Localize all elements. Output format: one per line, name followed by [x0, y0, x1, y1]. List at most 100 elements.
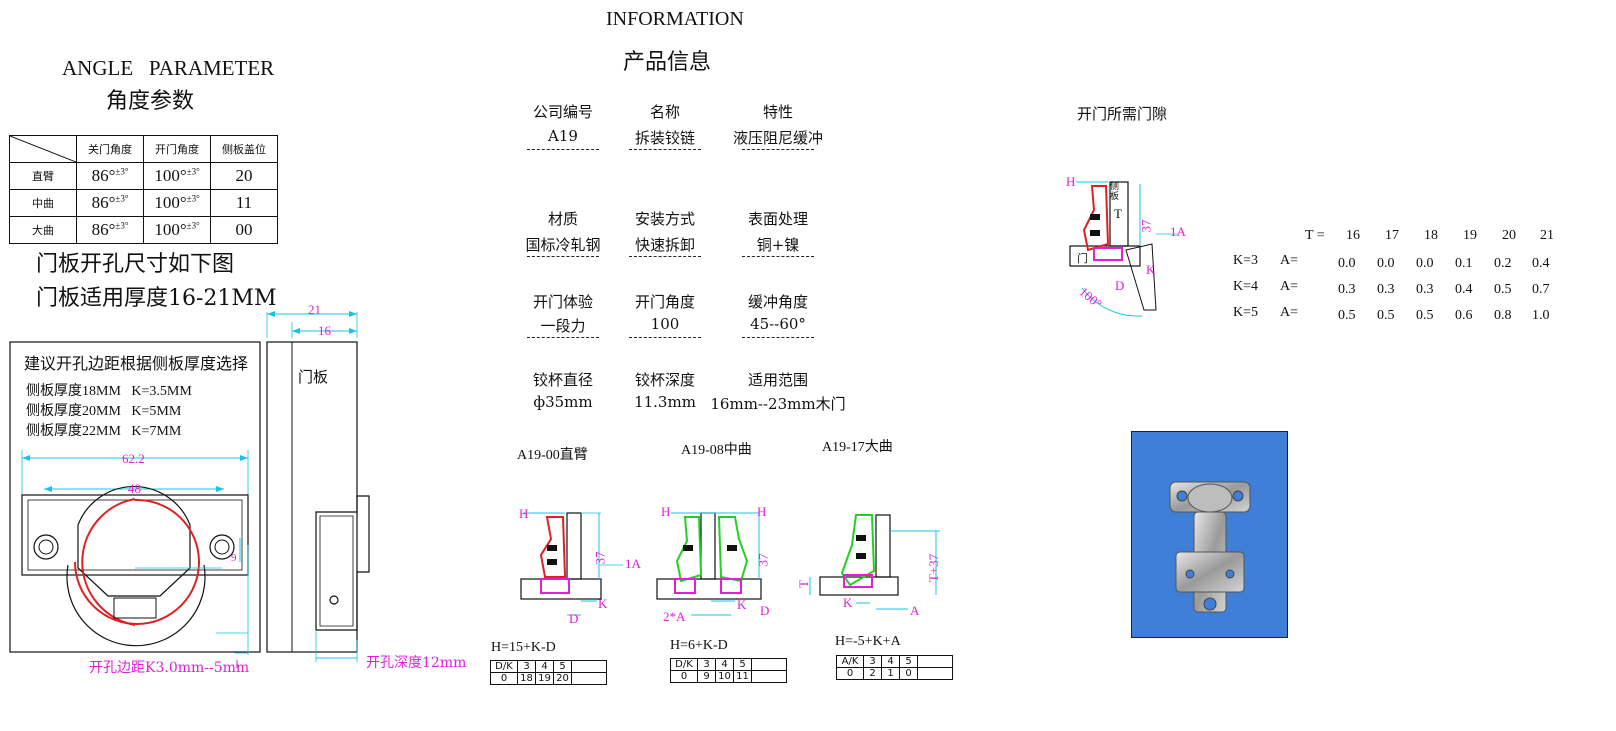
- gap-cell: 0.0: [1377, 256, 1395, 271]
- col-close-angle: 关门角度: [76, 135, 144, 163]
- gap-cell: 0.5: [1338, 308, 1356, 323]
- drill-title: 建议开孔边距根据侧板厚度选择: [24, 354, 249, 373]
- gap-cell: 0.4: [1455, 282, 1473, 297]
- col-cover: 侧板盖位: [210, 135, 278, 163]
- gap-k-label: K=5: [1233, 305, 1259, 320]
- label-t: T: [795, 580, 811, 588]
- info-label: 安装方式: [634, 210, 696, 228]
- info-value: ф35mm: [533, 393, 593, 411]
- label-t37: T+37: [926, 553, 942, 583]
- dim-48: 48: [128, 481, 141, 496]
- info-value: 一段力: [540, 317, 586, 335]
- info-value: 国标冷轧钢: [525, 236, 601, 254]
- label-h-left: H: [661, 504, 671, 519]
- info-label: 开门角度: [634, 293, 696, 311]
- gap-label-d: D: [1115, 278, 1125, 293]
- gap-label-t: T: [1114, 206, 1122, 221]
- gap-cell: 0.0: [1416, 256, 1434, 271]
- gap-cell: 0.3: [1338, 282, 1356, 297]
- mid-bend-diagram: [656, 512, 762, 616]
- info-label: 开门体验: [532, 293, 594, 311]
- gap-cell: 0.6: [1455, 308, 1473, 323]
- gap-cell: 0.8: [1494, 308, 1512, 323]
- gap-label-h: H: [1066, 174, 1076, 189]
- info-label: 铰杯直径: [532, 371, 594, 389]
- info-label: 适用范围: [747, 371, 809, 389]
- gap-cell: 0.7: [1532, 282, 1550, 297]
- label-d: D: [569, 611, 579, 626]
- variant-large-title: A19-17大曲: [822, 440, 893, 455]
- info-underline: [629, 337, 701, 338]
- label-1a: 1A: [625, 556, 641, 571]
- gap-cell: 0.5: [1377, 308, 1395, 323]
- info-label: 材质: [547, 210, 579, 228]
- dim-62: 62.2: [122, 451, 145, 466]
- col-open-angle: 开门角度: [143, 135, 211, 163]
- drill-line-22: 侧板厚度22MM K=7MM: [26, 424, 182, 439]
- dim-21: 21: [308, 302, 321, 317]
- label-k-mid: K: [737, 597, 747, 612]
- info-value: 铜+镍: [756, 236, 800, 254]
- hinge-photo: [1131, 431, 1288, 638]
- label-k-large: K: [843, 595, 853, 610]
- gap-label-side: 侧板: [1110, 182, 1120, 202]
- gap-a-label: A=: [1280, 305, 1299, 320]
- caption-drill-size: 门板开孔尺寸如下图: [36, 252, 235, 277]
- dim-16: 16: [318, 323, 331, 338]
- gap-t-value: 21: [1540, 228, 1554, 243]
- gap-cell: 0.3: [1416, 282, 1434, 297]
- gap-cell: 0.2: [1494, 256, 1512, 271]
- formula-large: H=-5+K+A: [835, 634, 901, 649]
- gap-title: 开门所需门隙: [1077, 105, 1168, 123]
- info-value: 快速拆卸: [634, 236, 696, 254]
- gap-t-value: 16: [1346, 228, 1360, 243]
- label-d-mid: D: [760, 603, 770, 618]
- table-row: 大曲 86°±3° 100°±3° 00: [9, 216, 278, 244]
- info-label: 公司编号: [532, 103, 594, 121]
- label-37-mid: 37: [755, 553, 771, 567]
- straight-arm-diagram: [520, 512, 623, 616]
- angle-title-cn: 角度参数: [106, 89, 195, 114]
- gap-t-value: 17: [1385, 228, 1399, 243]
- caption-door-thickness: 门板适用厚度16-21MM: [36, 286, 277, 311]
- gap-label-1a: 1A: [1170, 224, 1186, 239]
- info-underline: [527, 256, 599, 257]
- hinge-icon: [1169, 481, 1251, 613]
- door-panel-label: 门板: [298, 368, 329, 386]
- info-underline: [742, 149, 814, 150]
- info-underline: [527, 149, 599, 150]
- info-value: 拆装铰链: [634, 129, 696, 147]
- table-row: 直臂 86°±3° 100°±3° 20: [9, 162, 278, 190]
- variant-mid-title: A19-08中曲: [681, 443, 752, 458]
- label-h: H: [519, 506, 529, 521]
- gap-cell: 0.0: [1338, 256, 1356, 271]
- angle-table: 关门角度 开门角度 侧板盖位 直臂 86°±3° 100°±3° 20 中曲 8…: [9, 135, 278, 244]
- label-2a: 2*A: [663, 609, 686, 624]
- info-label: 名称: [649, 103, 681, 121]
- angle-title-en: ANGLE PARAMETER: [62, 56, 275, 80]
- drill-depth-label: 开孔深度12mm: [366, 655, 467, 671]
- gap-label-door: 门: [1077, 252, 1088, 265]
- info-value: 45--60°: [750, 315, 806, 333]
- gap-t-value: 18: [1424, 228, 1438, 243]
- drill-line-20: 侧板厚度20MM K=5MM: [26, 404, 182, 419]
- label-k: K: [598, 596, 608, 611]
- gap-t-value: 20: [1502, 228, 1516, 243]
- label-37: 37: [592, 551, 608, 565]
- info-underline: [527, 337, 599, 338]
- gap-cell: 0.3: [1377, 282, 1395, 297]
- gap-t-value: 19: [1463, 228, 1477, 243]
- info-value: 液压阻尼缓冲: [732, 129, 824, 147]
- title-en: INFORMATION: [606, 8, 744, 30]
- info-value: A19: [548, 127, 578, 145]
- info-label: 特性: [762, 103, 794, 121]
- gap-cell: 0.4: [1532, 256, 1550, 271]
- gap-a-label: A=: [1280, 279, 1299, 294]
- info-underline: [629, 256, 701, 257]
- info-value: 16mm--23mm木门: [710, 395, 846, 413]
- info-value: 100: [650, 315, 680, 333]
- door-gap-diagram: [1069, 181, 1178, 317]
- gap-cell: 0.5: [1416, 308, 1434, 323]
- gap-cell: 0.1: [1455, 256, 1473, 271]
